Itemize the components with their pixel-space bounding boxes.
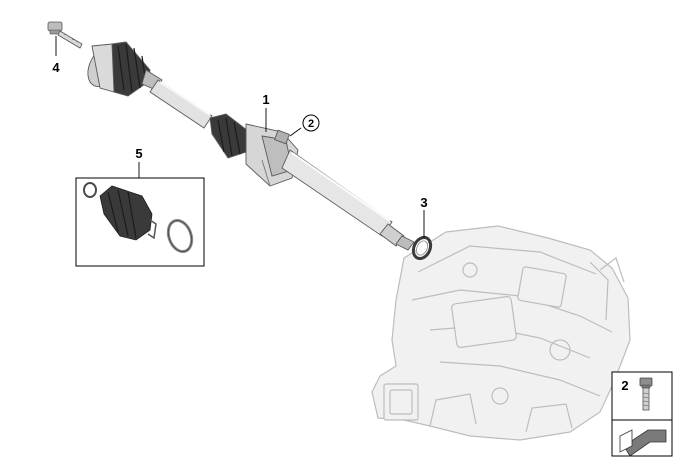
callout-1: 1 — [262, 92, 269, 107]
legend-screw-icon — [639, 377, 653, 411]
transmission-housing — [371, 225, 631, 441]
part-3-seal-ring — [411, 235, 433, 261]
legend-panel — [611, 371, 673, 457]
callout-3: 3 — [420, 195, 427, 210]
callout-2: 2 — [308, 118, 314, 130]
legend-callout-2: 2 — [621, 378, 628, 393]
part-4-screw — [47, 21, 83, 49]
callout-2-circle: 2 — [302, 114, 320, 132]
callout-5: 5 — [135, 146, 142, 161]
part-1-drive-shaft — [87, 41, 415, 251]
legend-direction-arrow-icon — [619, 429, 667, 457]
part-5-boot-kit-box — [75, 177, 205, 267]
leader-lines — [55, 36, 425, 238]
callout-4: 4 — [52, 60, 60, 75]
